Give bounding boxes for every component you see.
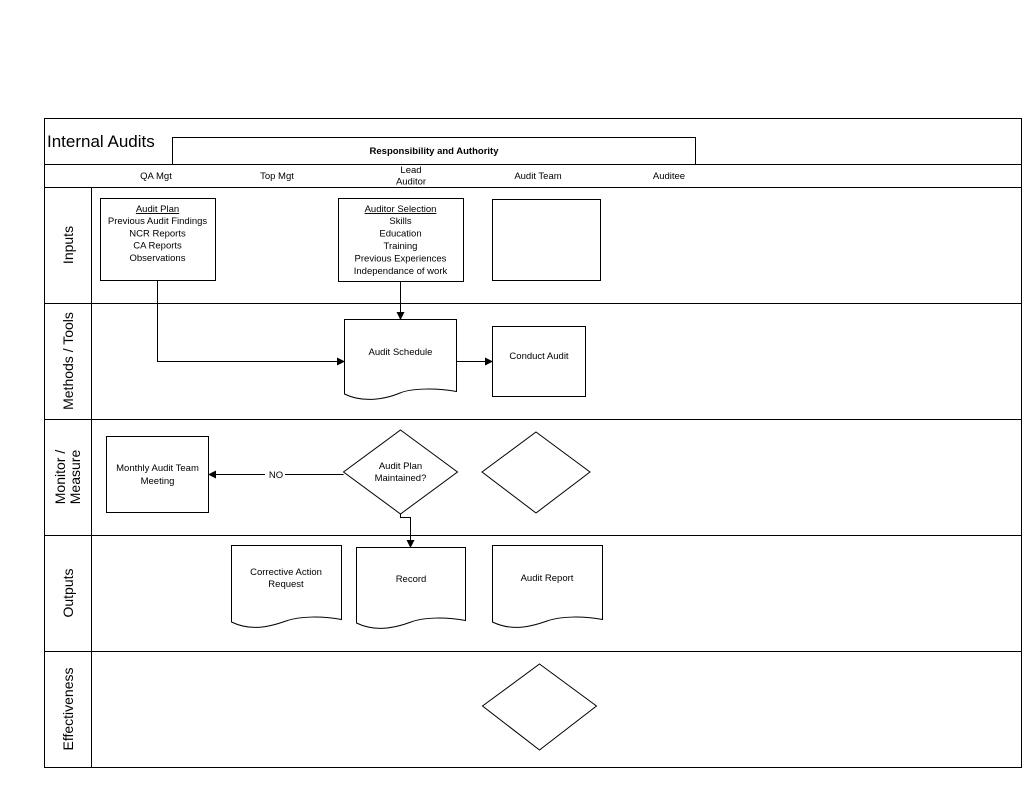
- text-line: Previous Experiences: [355, 254, 447, 265]
- column-header: Audit Team: [514, 171, 561, 182]
- column-header-line: Lead: [400, 165, 421, 176]
- plan-to-schedule-connector: [157, 281, 345, 366]
- outer-border: [44, 118, 1022, 768]
- lane-label: Methods / Tools: [60, 312, 76, 410]
- text-line: Record: [396, 574, 427, 585]
- diagram-title: Internal Audits: [47, 132, 155, 151]
- header-box: [172, 137, 696, 165]
- connectors: [157, 281, 493, 548]
- auditor-selection-heading: Auditor Selection: [365, 204, 437, 215]
- text-line: Independance of work: [354, 266, 448, 277]
- monthly-meeting-box: [106, 436, 209, 513]
- lane-label: Effectiveness: [60, 667, 76, 750]
- text-line: Corrective Action: [250, 567, 322, 578]
- text-line: Conduct Audit: [509, 351, 569, 362]
- text-line: Audit Schedule: [369, 347, 433, 358]
- diagram-frame: [44, 118, 1022, 768]
- audit-team-input-box: [492, 199, 601, 281]
- auditor-selection-box: [338, 198, 464, 282]
- text-line: Meeting: [141, 476, 175, 487]
- text-line: Request: [268, 579, 304, 590]
- record-label: Record: [396, 574, 427, 585]
- audit-report-document: [492, 545, 603, 628]
- conduct-audit-box: [492, 326, 586, 397]
- effectiveness-decision: [481, 663, 598, 751]
- text-line: Audit Report: [521, 573, 574, 584]
- no-edge-label: NO: [269, 470, 283, 481]
- text-line: Maintained?: [375, 473, 427, 484]
- column-header-line: Auditor: [396, 177, 426, 188]
- conduct-audit-label: Conduct Audit: [509, 351, 569, 362]
- audit-schedule-label: Audit Schedule: [369, 347, 433, 358]
- text-line: Previous Audit Findings: [108, 216, 208, 227]
- column-header: Auditee: [653, 171, 685, 182]
- text-line: Skills: [389, 216, 411, 227]
- lane-label-line: Measure: [67, 450, 83, 505]
- column-header: QA Mgt: [140, 171, 172, 182]
- lane-label: Inputs: [60, 226, 76, 264]
- audit-plan-maintained-decision: [342, 429, 459, 515]
- lane-label: Monitor /Measure: [52, 450, 83, 505]
- audit-report-label: Audit Report: [521, 573, 574, 584]
- text-line: NCR Reports: [129, 228, 186, 239]
- lane-label: Outputs: [60, 568, 76, 617]
- text-line: Monthly Audit Team: [116, 463, 199, 474]
- audit-schedule-document: [344, 319, 457, 400]
- shapes: [100, 198, 603, 751]
- decision-to-record-connector: [400, 514, 415, 548]
- lane-label-line: Monitor /: [52, 450, 68, 505]
- text-line: Education: [379, 229, 421, 240]
- text-line: Training: [384, 241, 418, 252]
- record-document: [356, 547, 466, 629]
- text-line: CA Reports: [133, 241, 182, 252]
- audit-plan-box: [100, 198, 216, 281]
- responsibility-header: Responsibility and Authority: [370, 146, 500, 157]
- column-header: Top Mgt: [260, 171, 294, 182]
- audit-team-decision: [481, 431, 591, 514]
- text-line: Audit Plan: [379, 461, 422, 472]
- audit-plan-heading: Audit Plan: [136, 204, 179, 215]
- corrective-action-document: [231, 545, 342, 628]
- text-line: Observations: [130, 253, 186, 264]
